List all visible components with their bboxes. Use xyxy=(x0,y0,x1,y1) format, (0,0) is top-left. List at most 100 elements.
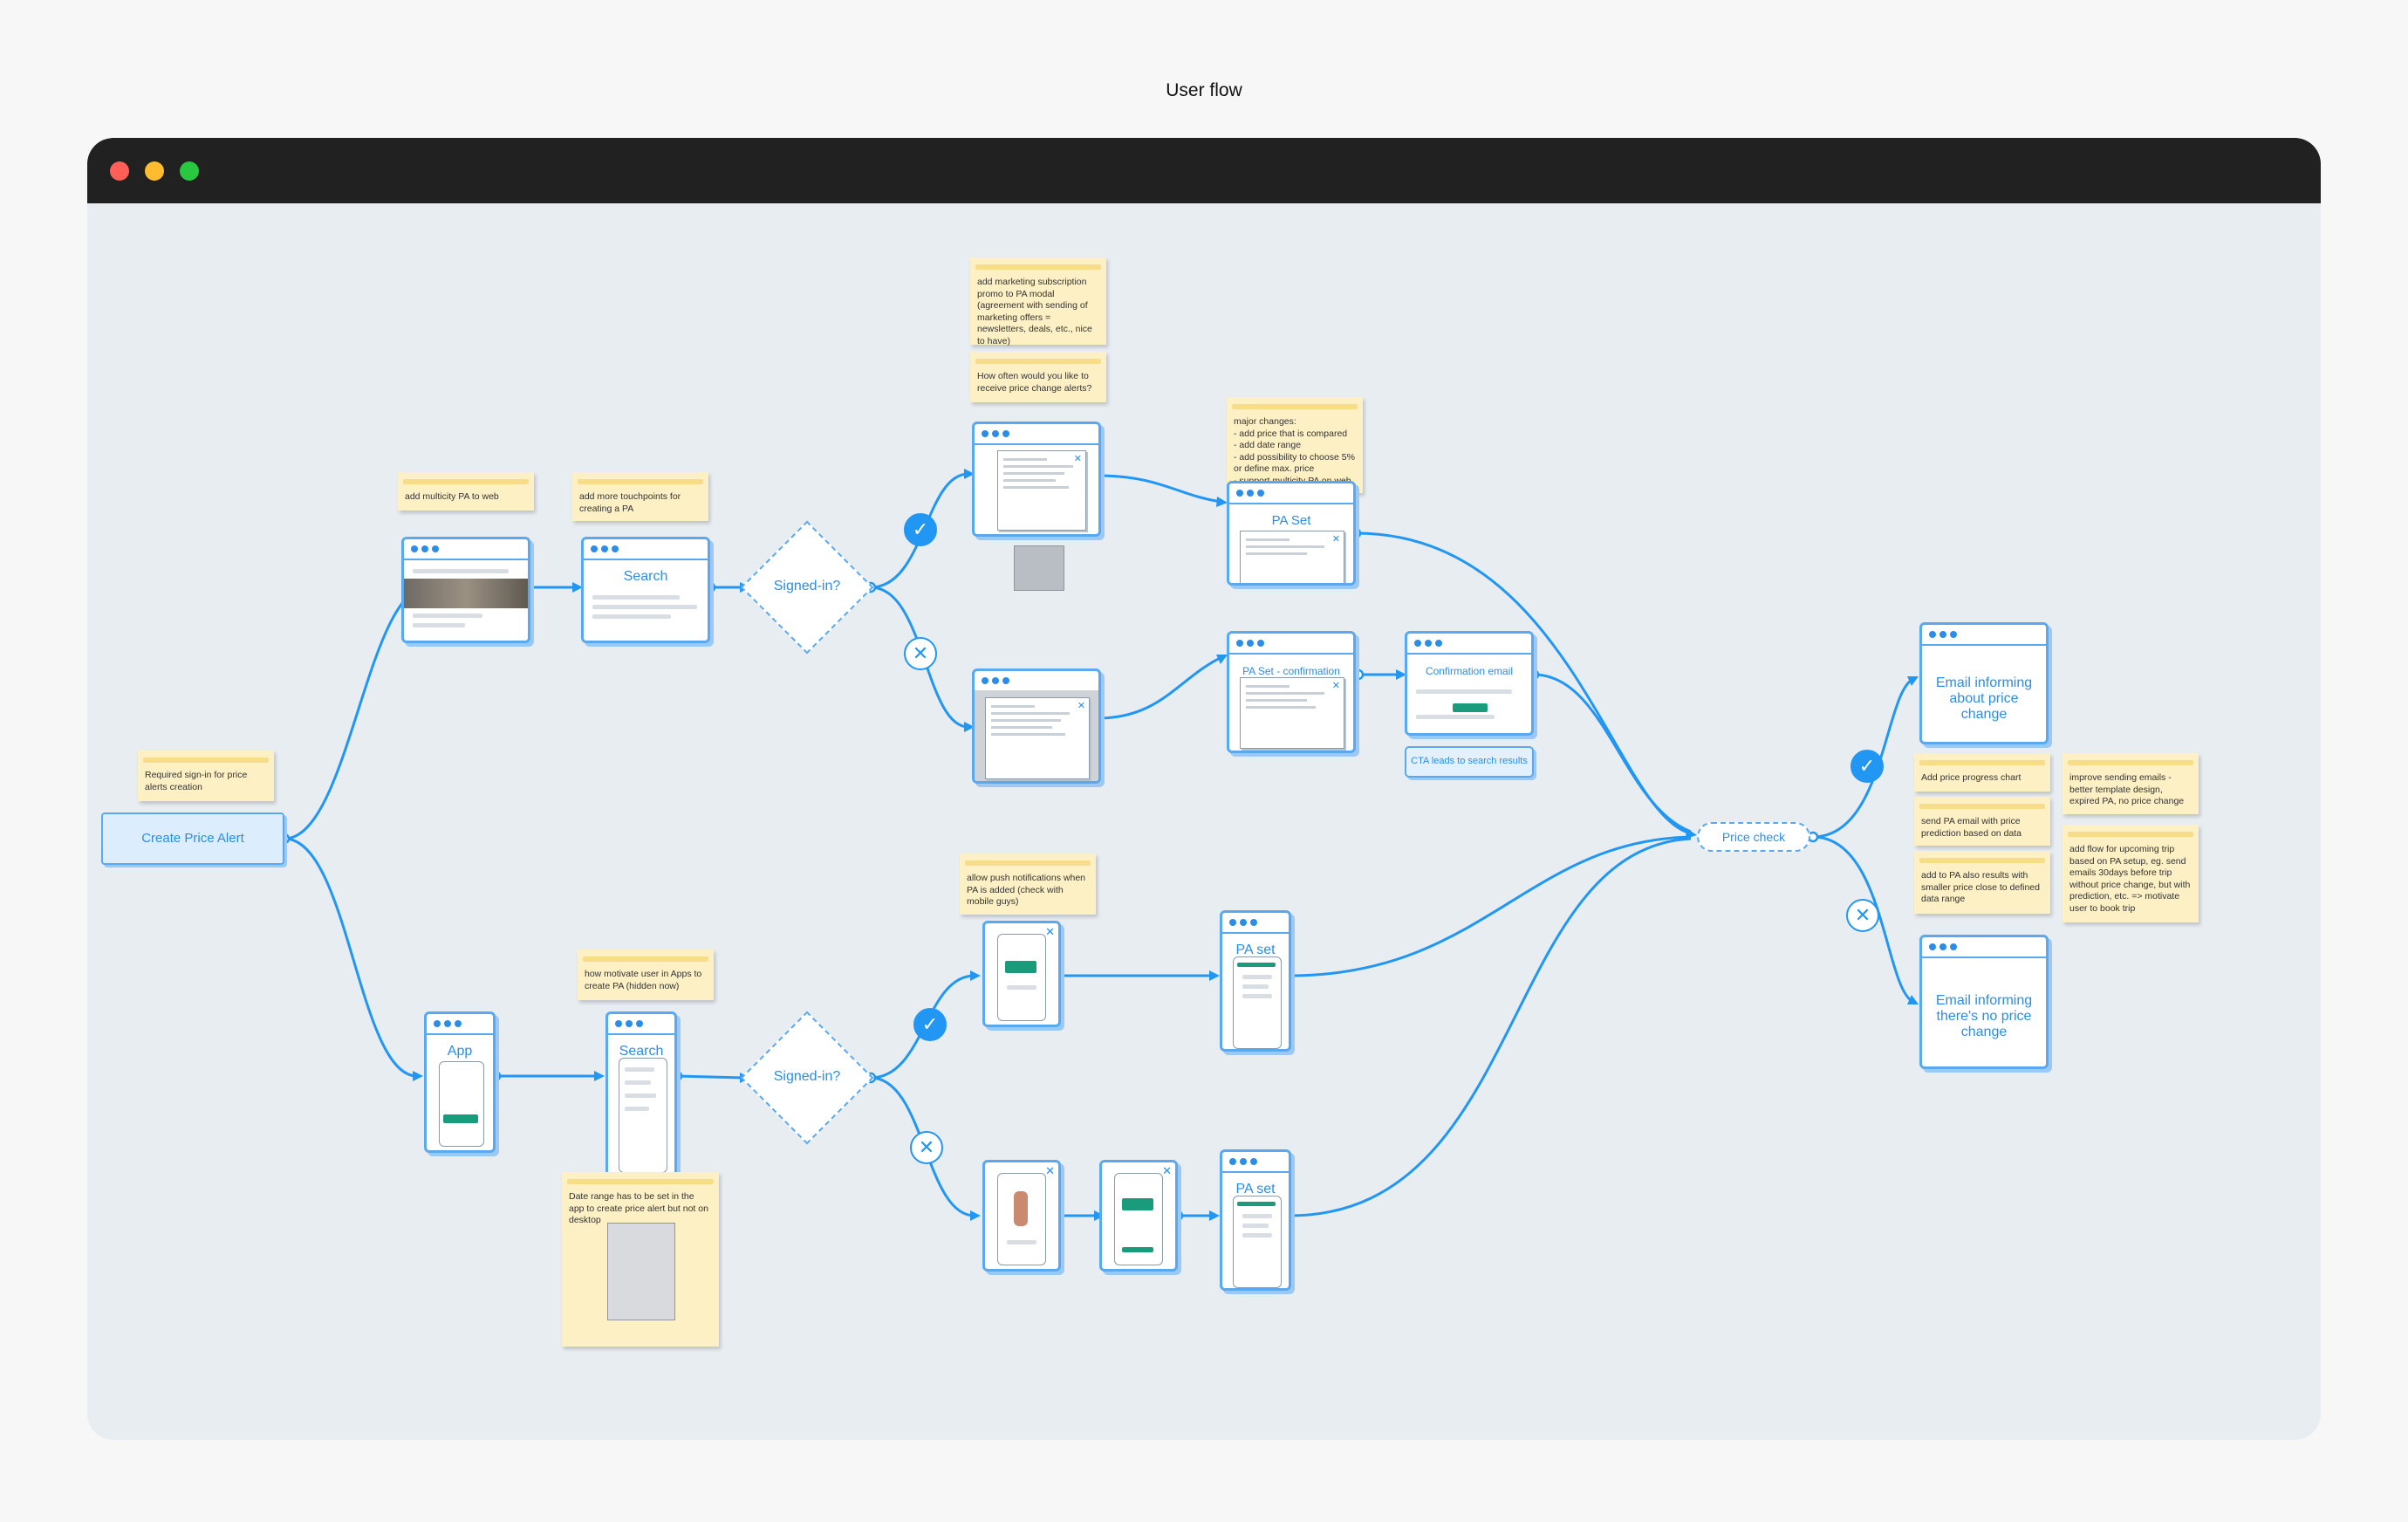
close-icon[interactable]: ✕ xyxy=(1073,454,1082,464)
app-pa-modal-signed-out[interactable]: ✕ xyxy=(982,1160,1061,1272)
arrowhead xyxy=(1907,995,1919,1004)
email-price-change-screen[interactable]: Email informing about price change xyxy=(1919,622,2049,744)
arrowhead xyxy=(1209,1210,1220,1221)
window-titlebar xyxy=(87,138,2321,203)
frame-toolbar xyxy=(975,424,1098,445)
close-icon[interactable]: ✕ xyxy=(1331,534,1340,545)
frame-toolbar xyxy=(427,1014,493,1035)
frame-toolbar xyxy=(1229,634,1353,655)
date-range-screenshot xyxy=(607,1223,675,1320)
create-price-alert-node[interactable]: Create Price Alert xyxy=(101,812,284,865)
note-major-changes: major changes: - add price that is compa… xyxy=(1227,397,1363,493)
note-marketing: add marketing subscription promo to PA m… xyxy=(970,257,1106,346)
app-screen[interactable]: App xyxy=(424,1011,496,1153)
pa-set-confirmation-screen[interactable]: PA Set - confirmation sent ✕ xyxy=(1227,631,1356,753)
frame-toolbar xyxy=(1229,483,1353,504)
arrowhead xyxy=(572,582,583,593)
edge-apppaset1-pricecheck xyxy=(1289,835,1692,977)
create-price-alert-modal: ✕ xyxy=(985,697,1090,779)
close-icon[interactable]: ✕ xyxy=(1045,925,1055,938)
decision-label: Signed-in? xyxy=(773,1069,841,1084)
frame-toolbar xyxy=(1407,634,1531,655)
maximize-window-button[interactable] xyxy=(180,161,199,181)
screen-title: PA set xyxy=(1235,1182,1276,1196)
edge-start-app xyxy=(284,837,418,1078)
note-required-signin: Required sign-in for price alerts creati… xyxy=(138,751,274,801)
cta-search-results[interactable]: CTA leads to search results xyxy=(1405,746,1534,778)
arrowhead xyxy=(970,1210,981,1221)
note-similar-price: add to PA also results with smaller pric… xyxy=(1914,851,2050,914)
arrowhead xyxy=(413,1071,423,1081)
note-push: allow push notifications when PA is adde… xyxy=(960,854,1096,915)
confirmation-email-screen[interactable]: Confirmation email xyxy=(1405,631,1534,736)
web-pa-modal-signed-in[interactable]: ✕ xyxy=(972,422,1101,537)
close-icon[interactable]: ✕ xyxy=(1331,681,1340,691)
web-pa-modal-signed-out[interactable]: ✕ xyxy=(972,668,1101,784)
illustration xyxy=(1014,1191,1028,1226)
close-icon[interactable]: ✕ xyxy=(1077,701,1085,711)
arrowhead xyxy=(964,469,975,479)
screen-title: Search xyxy=(619,1044,664,1059)
note-prediction: send PA email with price prediction base… xyxy=(1914,797,2050,846)
screen-title: PA Set xyxy=(1271,513,1311,528)
phone-mockup xyxy=(1233,1196,1282,1288)
app-pa-set-signed-in-screen[interactable]: PA set xyxy=(1220,910,1291,1052)
price-check-node: Price check xyxy=(1697,822,1810,852)
screen-title: Search xyxy=(623,569,668,584)
frame-toolbar xyxy=(404,539,528,560)
note-touchpoints: add more touchpoints for creating a PA xyxy=(572,472,708,521)
email-no-price-change-screen[interactable]: Email informing there's no price change xyxy=(1919,935,2049,1069)
page-title: User flow xyxy=(1166,80,1242,100)
note-improve-emails: improve sending emails - better template… xyxy=(2063,753,2199,814)
hero-image xyxy=(404,579,528,608)
web-search-screen[interactable]: Search xyxy=(581,537,710,643)
frame-toolbar xyxy=(1922,625,2046,646)
screen-title: Confirmation email xyxy=(1425,665,1514,677)
app-pa-set-signed-out-screen[interactable]: PA set xyxy=(1220,1149,1291,1291)
arrowhead xyxy=(1209,970,1220,981)
edge-apppaset2-pricecheck xyxy=(1289,837,1692,1217)
phone-mockup xyxy=(997,1173,1046,1265)
web-home-screen[interactable] xyxy=(401,537,530,643)
x-icon: ✕ xyxy=(1846,899,1879,932)
phone-mockup xyxy=(997,934,1046,1021)
close-window-button[interactable] xyxy=(110,161,129,181)
arrowhead xyxy=(594,1071,605,1081)
screen-title: Email informing there's no price change xyxy=(1935,993,2033,1039)
phone-mockup xyxy=(619,1058,667,1173)
edge-appsearch-decision xyxy=(676,1074,744,1080)
create-price-alert-modal: ✕ xyxy=(1240,677,1344,749)
note-upcoming-trip: add flow for upcoming trip based on PA s… xyxy=(2063,825,2199,922)
marketing-preview-image xyxy=(1014,545,1064,591)
edge-modal-confirmation xyxy=(1097,655,1222,720)
arrowhead xyxy=(970,970,981,981)
x-icon: ✕ xyxy=(910,1131,943,1164)
app-search-screen[interactable]: Search xyxy=(605,1011,677,1177)
email-cta-bar xyxy=(1453,703,1488,712)
app-window: Create Price Alert Search Signed-in? ✓ ✕… xyxy=(87,138,2321,1440)
edge-email-pricecheck xyxy=(1533,673,1692,833)
app-signin-screen[interactable]: ✕ xyxy=(1099,1160,1178,1272)
x-icon: ✕ xyxy=(904,637,937,670)
minimize-window-button[interactable] xyxy=(145,161,164,181)
frame-toolbar xyxy=(1222,1152,1289,1173)
note-progress-chart: Add price progress chart xyxy=(1914,753,2050,792)
frame-toolbar xyxy=(608,1014,674,1035)
phone-mockup xyxy=(439,1061,484,1147)
arrowhead xyxy=(964,722,975,732)
decision-label: Signed-in? xyxy=(773,579,841,593)
note-frequency: How often would you like to receive pric… xyxy=(970,352,1106,402)
close-icon[interactable]: ✕ xyxy=(1045,1164,1055,1177)
pa-set-web-screen[interactable]: PA Set ✕ xyxy=(1227,481,1356,586)
note-motivate: how motivate user in Apps to create PA (… xyxy=(578,950,714,1000)
app-pa-modal-signed-in[interactable]: ✕ xyxy=(982,921,1061,1027)
frame-toolbar xyxy=(1922,937,2046,958)
arrowhead xyxy=(1907,676,1919,686)
check-icon: ✓ xyxy=(1850,750,1884,783)
arrowhead xyxy=(1396,669,1406,680)
flow-canvas: Create Price Alert Search Signed-in? ✓ ✕… xyxy=(87,203,2321,1440)
close-icon[interactable]: ✕ xyxy=(1162,1164,1172,1177)
frame-toolbar xyxy=(584,539,708,560)
screen-title: App xyxy=(447,1044,473,1059)
screen-title: PA set xyxy=(1235,943,1276,957)
